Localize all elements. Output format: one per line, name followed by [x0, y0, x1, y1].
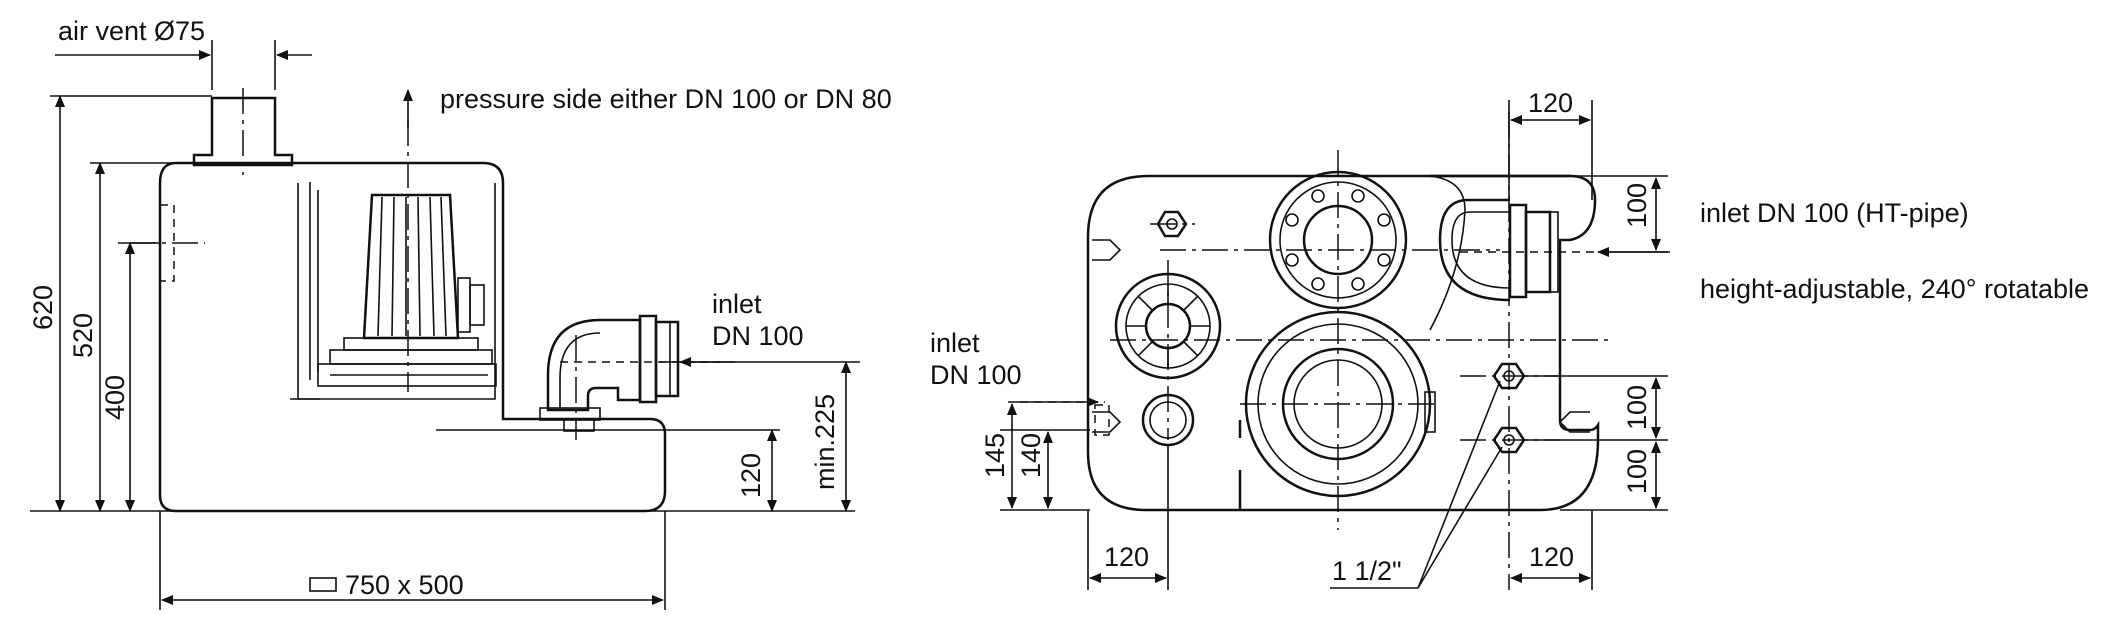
dim-min225: min.225: [810, 394, 840, 490]
top-view: 120 100 100 100 145 140 120 120 1 1/2" i…: [930, 88, 2089, 590]
inlet-right-label: inlet DN 100 (HT-pipe): [1700, 198, 1969, 228]
inlet-left-line1: inlet: [930, 328, 980, 358]
inlet-label-line2: DN 100: [712, 321, 804, 351]
pressure-side-label: pressure side either DN 100 or DN 80: [440, 84, 892, 114]
adjustable-label: height-adjustable, 240° rotatable: [1700, 274, 2089, 304]
connection-label: 1 1/2": [1332, 556, 1402, 586]
dim-520: 520: [68, 313, 98, 358]
air-vent-pipe: [192, 96, 294, 167]
inlet-label-line1: inlet: [712, 289, 762, 319]
dim-100-top: 100: [1622, 183, 1652, 228]
right-inlet-elbow: [1438, 198, 1559, 302]
dim-100-bot: 100: [1622, 449, 1652, 494]
inlet-left-line2: DN 100: [930, 360, 1022, 390]
air-vent-label: air vent Ø75: [58, 16, 205, 46]
inlet-elbow: [539, 314, 680, 432]
tank-outline: [158, 161, 667, 513]
footprint-label: 750 x 500: [345, 570, 464, 600]
dim-140: 140: [1016, 433, 1046, 478]
footprint-rect-icon: [309, 577, 337, 592]
dim-145: 145: [980, 433, 1010, 478]
dim-120: 120: [736, 453, 766, 498]
side-view: air vent Ø75 pressure side either DN 100…: [28, 16, 892, 610]
motor-recess: [297, 183, 496, 400]
dim-400: 400: [100, 375, 130, 420]
top-outline: [1086, 174, 1600, 512]
dim-120-top: 120: [1528, 88, 1573, 118]
dim-620: 620: [28, 285, 58, 330]
pump-motor: [317, 193, 497, 387]
dim-120-bottom-right: 120: [1529, 542, 1574, 572]
dim-100-mid: 100: [1622, 385, 1652, 430]
dim-120-bottom-left: 120: [1104, 542, 1149, 572]
